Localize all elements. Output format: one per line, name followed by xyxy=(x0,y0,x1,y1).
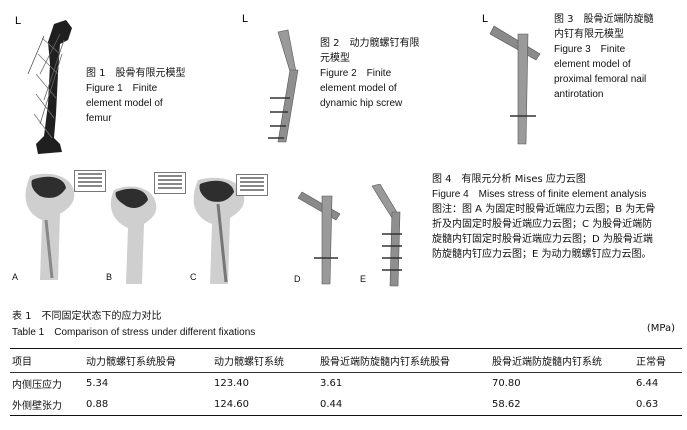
fig4-note-1: 图注：图 A 为固定时股骨近端应力云图；B 为无骨 xyxy=(432,204,656,215)
pfna-model-graphic: L xyxy=(482,13,541,145)
fig2-caption-cn-1: 图 2 动力髋螺钉有限 xyxy=(320,38,420,49)
figure-1-image: L xyxy=(14,14,80,156)
table-row: 内侧压应力 5.34 123.40 3.61 70.80 6.44 xyxy=(10,373,682,395)
fig1-caption-en-1: Figure 1 Finite xyxy=(86,83,158,94)
table-cell: 0.44 xyxy=(318,394,490,416)
panel-label-b: B xyxy=(106,272,113,282)
table-title-cn: 表 1 不同固定状态下的应力对比 xyxy=(12,311,162,322)
figure-3-image: L xyxy=(480,12,552,148)
fig4-note-4: 防旋髓内钉应力云图；E 为动力髋螺钉应力云图。 xyxy=(432,249,652,260)
panel-label-e: E xyxy=(360,274,367,284)
table-cell: 5.34 xyxy=(86,378,109,389)
table-cell: 0.88 xyxy=(84,394,212,416)
stress-legend-icon xyxy=(154,172,186,194)
stress-legend-icon xyxy=(236,174,268,196)
fig1-caption-en-3: femur xyxy=(86,113,112,124)
figure-4-panel-d: D xyxy=(290,184,350,288)
stress-comparison-table: 项目 动力髋螺钉系统股骨 动力髋螺钉系统 股骨近端防旋髓内钉系统股骨 股骨近端防… xyxy=(10,348,682,416)
fig1-corner-mark: L xyxy=(15,15,21,27)
panel-label-c: C xyxy=(190,272,197,282)
table-header: 股骨近端防旋髓内钉系统 xyxy=(490,348,634,373)
fig1-caption-cn: 图 1 股骨有限元模型 xyxy=(86,68,186,79)
table-cell: 70.80 xyxy=(492,378,521,389)
fig2-caption-cn-2: 元模型 xyxy=(320,53,350,64)
table-cell: 外侧壁张力 xyxy=(10,394,84,416)
fig1-caption-en-2: element model of xyxy=(86,98,163,109)
table-cell: 124.60 xyxy=(212,394,318,416)
fig3-caption-cn-2: 内钉有限元模型 xyxy=(554,29,624,40)
figure-4-panel-c: C xyxy=(180,174,260,288)
table-cell: 123.40 xyxy=(214,378,249,389)
fig2-caption-en-2: element model of xyxy=(320,83,397,94)
table-header: 股骨近端防旋髓内钉系统股骨 xyxy=(318,348,490,373)
stress-legend-icon xyxy=(74,170,106,192)
figure-4-panel-b: B xyxy=(100,180,170,288)
dhs-model-graphic: L xyxy=(242,13,299,143)
fig3-caption-cn-1: 图 3 股骨近端防旋髓 xyxy=(554,14,654,25)
femur-mesh-graphic: L xyxy=(15,15,72,154)
panel-label-a: A xyxy=(12,272,19,282)
table-cell: 6.44 xyxy=(636,378,659,389)
figure-2-image: L xyxy=(240,12,320,144)
figure-4-panel-a: A xyxy=(10,170,90,288)
fig2-caption-en-1: Figure 2 Finite xyxy=(320,68,392,79)
table-header: 正常骨 xyxy=(634,348,682,373)
table-header-row: 项目 动力髋螺钉系统股骨 动力髋螺钉系统 股骨近端防旋髓内钉系统股骨 股骨近端防… xyxy=(10,348,682,373)
fig3-caption-en-2: element model of xyxy=(554,59,631,70)
table-header: 动力髋螺钉系统 xyxy=(212,348,318,373)
table-header: 项目 xyxy=(10,348,84,373)
table-cell: 0.63 xyxy=(634,394,682,416)
figure-2-caption: 图 2 动力髋螺钉有限 元模型 Figure 2 Finite element … xyxy=(320,36,420,111)
fig4-caption-en: Figure 4 Mises stress of finite element … xyxy=(432,189,647,200)
table-unit: (MPa) xyxy=(646,323,675,334)
fig3-caption-en-3: proximal femoral nail xyxy=(554,74,647,85)
fig3-caption-en-4: antirotation xyxy=(554,89,604,100)
fig2-corner-mark: L xyxy=(242,13,248,25)
table-cell: 3.61 xyxy=(320,378,343,389)
table-title-en: Table 1 Comparison of stress under diffe… xyxy=(12,327,256,338)
fig2-caption-en-3: dynamic hip screw xyxy=(320,98,403,109)
table-header: 动力髋螺钉系统股骨 xyxy=(84,348,212,373)
panel-label-d: D xyxy=(294,274,301,284)
table-row: 外侧壁张力 0.88 124.60 0.44 58.62 0.63 xyxy=(10,394,682,416)
figure-4-caption: 图 4 有限元分析 Mises 应力云图 Figure 4 Mises stre… xyxy=(432,172,684,262)
fig4-note-2: 折及内固定时股骨近端应力云图；C 为股骨近端防 xyxy=(432,219,653,230)
figure-1-caption: 图 1 股骨有限元模型 Figure 1 Finite element mode… xyxy=(86,66,186,126)
figure-4-panel-e: E xyxy=(358,184,428,288)
figure-3-caption: 图 3 股骨近端防旋髓 内钉有限元模型 Figure 3 Finite elem… xyxy=(554,12,654,102)
fig4-caption-cn: 图 4 有限元分析 Mises 应力云图 xyxy=(432,174,586,185)
table-cell: 58.62 xyxy=(490,394,634,416)
table-cell: 内侧压应力 xyxy=(12,380,62,391)
fig4-note-3: 旋髓内钉固定时股骨近端应力云图；D 为股骨近端 xyxy=(432,234,653,245)
fig3-corner-mark: L xyxy=(482,13,488,25)
fig3-caption-en-1: Figure 3 Finite xyxy=(554,44,626,55)
